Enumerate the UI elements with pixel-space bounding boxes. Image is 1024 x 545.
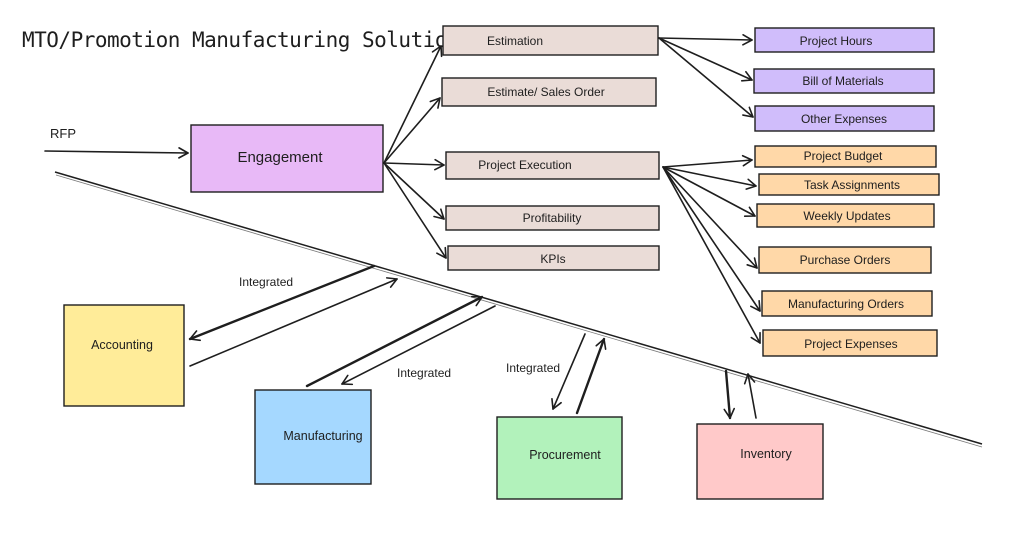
- integration-arrows-procurement: [551, 333, 607, 415]
- output-manufacturing-orders-label: Manufacturing Orders: [788, 297, 904, 311]
- process-profitability-label: Profitability: [523, 211, 582, 225]
- divider-line: [54, 171, 983, 448]
- integration-arrows-manufacturing: [305, 295, 496, 388]
- module-manufacturing-label: Manufacturing: [283, 429, 362, 443]
- output-bill-of-materials[interactable]: Bill of Materials: [753, 68, 935, 94]
- output-task-assignments[interactable]: Task Assignments: [758, 173, 940, 196]
- module-procurement[interactable]: Procurement: [496, 416, 623, 500]
- output-project-budget-label: Project Budget: [804, 149, 883, 163]
- output-weekly-updates-label: Weekly Updates: [803, 209, 890, 223]
- process-project-execution-label: Project Execution: [478, 158, 571, 172]
- integration-label-accounting: Integrated: [239, 275, 293, 289]
- output-weekly-updates[interactable]: Weekly Updates: [756, 203, 935, 228]
- output-project-budget[interactable]: Project Budget: [754, 145, 937, 168]
- engagement-box: [190, 124, 384, 193]
- process-profitability[interactable]: Profitability: [445, 205, 660, 231]
- integration-arrows-accounting: [188, 264, 398, 367]
- module-inventory-label: Inventory: [740, 447, 792, 461]
- process-kpis[interactable]: KPIs: [447, 245, 660, 271]
- output-project-expenses-label: Project Expenses: [804, 337, 897, 351]
- process-kpis-label: KPIs: [540, 252, 565, 266]
- process-estimate-sales-order-label: Estimate/ Sales Order: [487, 85, 604, 99]
- diagram-title: MTO/Promotion Manufacturing Solution: [22, 28, 459, 52]
- process-estimation-label: Estimation: [487, 34, 543, 48]
- process-project-execution[interactable]: Project Execution: [445, 151, 660, 180]
- output-project-hours-label: Project Hours: [800, 34, 873, 48]
- output-purchase-orders[interactable]: Purchase Orders: [758, 246, 932, 274]
- rfp-arrow: [44, 147, 189, 159]
- module-accounting[interactable]: Accounting: [63, 304, 185, 407]
- module-procurement-label: Procurement: [529, 448, 601, 462]
- integration-label-procurement: Integrated: [506, 361, 560, 375]
- engagement-label: Engagement: [237, 149, 323, 166]
- module-manufacturing[interactable]: Manufacturing: [254, 389, 372, 485]
- integration-label-manufacturing: Integrated: [397, 366, 451, 380]
- process-estimation[interactable]: Estimation: [442, 25, 659, 56]
- module-accounting-label: Accounting: [91, 338, 153, 352]
- output-project-expenses[interactable]: Project Expenses: [762, 329, 938, 357]
- output-project-hours[interactable]: Project Hours: [754, 27, 935, 53]
- rfp-label: RFP: [50, 126, 76, 141]
- integration-arrows-inventory: [723, 369, 757, 420]
- output-manufacturing-orders[interactable]: Manufacturing Orders: [761, 290, 933, 317]
- output-bill-of-materials-label: Bill of Materials: [802, 74, 883, 88]
- output-other-expenses[interactable]: Other Expenses: [754, 105, 935, 132]
- output-other-expenses-label: Other Expenses: [801, 112, 887, 126]
- output-task-assignments-label: Task Assignments: [804, 178, 900, 192]
- engagement-arrows: [383, 45, 447, 259]
- estimation-output-arrows: [658, 34, 754, 118]
- output-purchase-orders-label: Purchase Orders: [800, 253, 891, 267]
- process-estimate-sales-order[interactable]: Estimate/ Sales Order: [441, 77, 657, 107]
- execution-output-arrows: [662, 154, 761, 344]
- engagement-node[interactable]: Engagement: [190, 124, 384, 193]
- module-inventory[interactable]: Inventory: [696, 423, 824, 500]
